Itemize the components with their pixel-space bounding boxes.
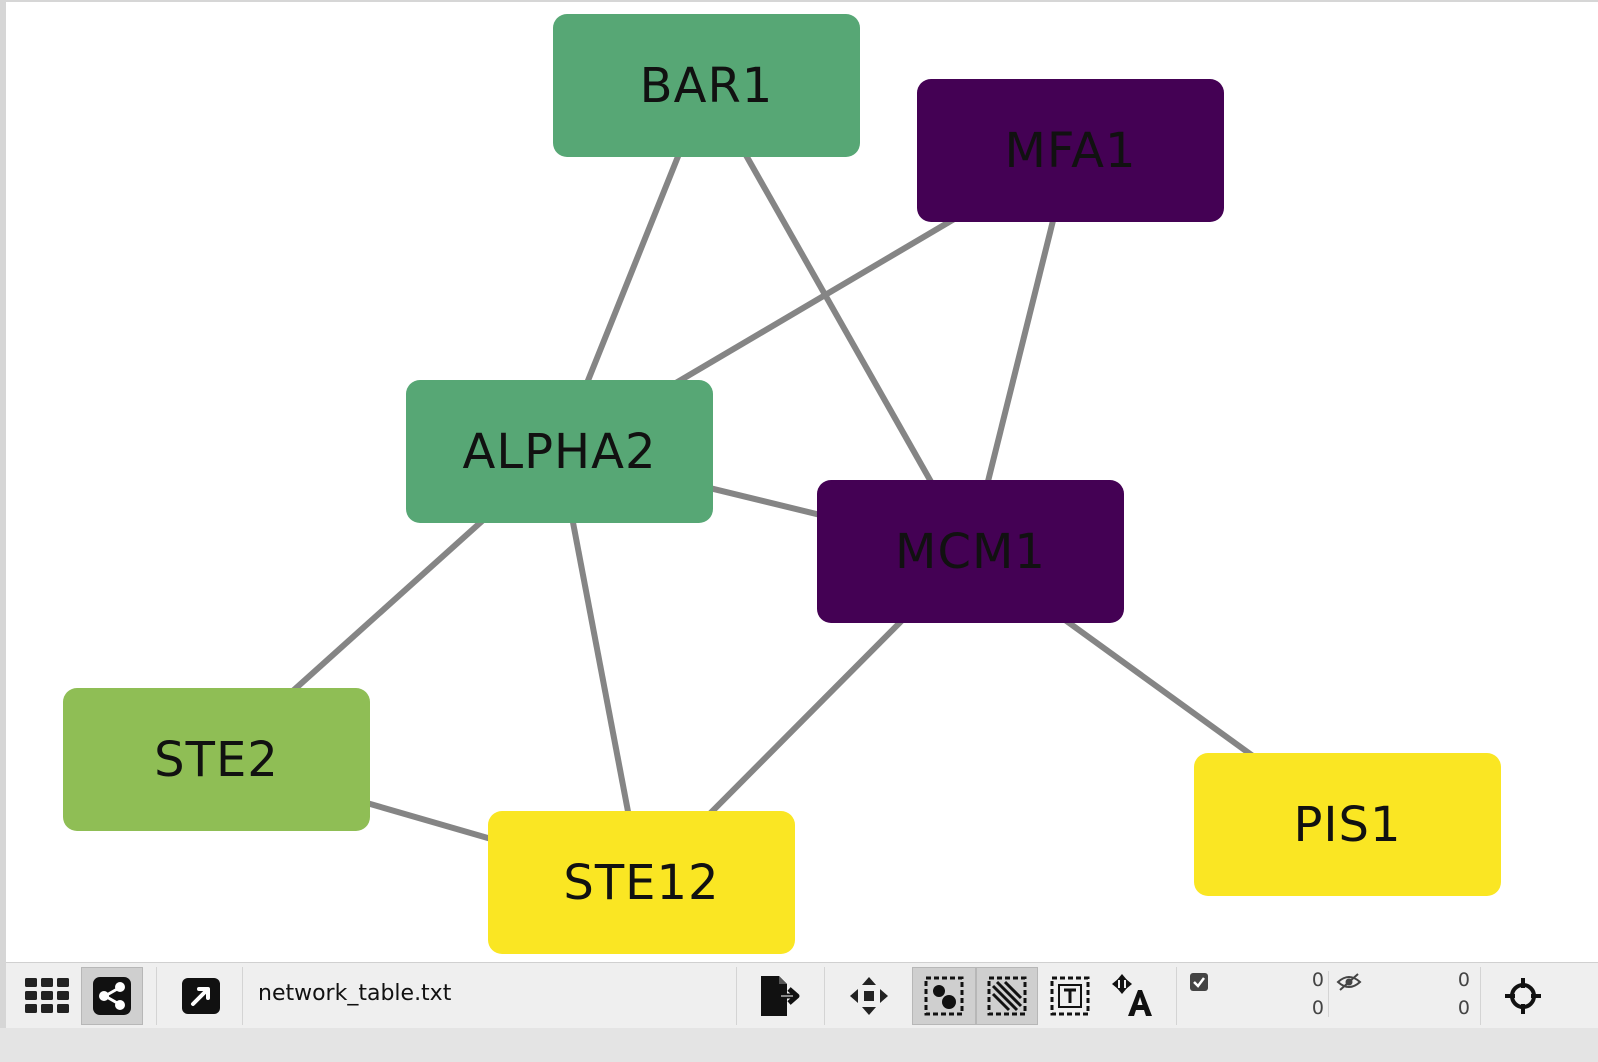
node-bar1[interactable]: BAR1 <box>553 14 860 157</box>
hidden-filter-toggle[interactable] <box>1332 967 1366 997</box>
edge-bar1-mcm1[interactable] <box>703 84 974 553</box>
network-canvas[interactable]: BAR1 MFA1 ALPHA2 MCM1 STE2 STE12 PIS1 <box>6 2 1598 962</box>
eye-slash-icon <box>1336 973 1362 991</box>
grid-view-button[interactable] <box>20 967 76 1025</box>
hidden-edges-count: 0 <box>1457 997 1470 1019</box>
pan-mode-button[interactable] <box>842 967 896 1025</box>
fit-content-button[interactable] <box>1500 967 1546 1025</box>
network-toolbar: network_table.txt <box>6 962 1598 1029</box>
select-edges-button[interactable] <box>976 967 1038 1025</box>
node-mfa1[interactable]: MFA1 <box>917 79 1224 222</box>
select-nodes-icon <box>924 976 964 1016</box>
checkbox-checked-icon <box>1190 973 1208 991</box>
external-link-icon <box>182 978 220 1014</box>
export-icon <box>761 976 800 1016</box>
node-alpha2[interactable]: ALPHA2 <box>406 380 713 523</box>
select-nodes-button[interactable] <box>912 967 976 1025</box>
network-file-name: network_table.txt <box>258 981 452 1006</box>
selected-filter-toggle[interactable] <box>1184 967 1214 997</box>
open-external-button[interactable] <box>174 967 228 1025</box>
node-ste2[interactable]: STE2 <box>63 688 370 831</box>
network-view-button[interactable] <box>81 967 143 1025</box>
grid-icon <box>25 978 69 1013</box>
node-mcm1[interactable]: MCM1 <box>817 480 1124 623</box>
edge-alpha2-ste12[interactable] <box>556 450 645 884</box>
export-button[interactable] <box>752 967 810 1025</box>
select-edges-icon <box>987 976 1027 1016</box>
text-annotation-icon <box>1050 976 1090 1016</box>
move-label-icon <box>1112 974 1152 1016</box>
status-strip <box>0 1028 1598 1062</box>
select-annotations-button[interactable] <box>1042 967 1098 1025</box>
crosshair-icon <box>1505 978 1541 1014</box>
move-arrows-icon <box>850 977 888 1015</box>
hidden-nodes-count: 0 <box>1457 969 1470 991</box>
share-network-icon <box>93 977 131 1015</box>
move-labels-button[interactable] <box>1106 967 1162 1025</box>
node-pis1[interactable]: PIS1 <box>1194 753 1501 896</box>
selected-nodes-count: 0 <box>1311 969 1324 991</box>
selected-edges-count: 0 <box>1311 997 1324 1019</box>
node-ste12[interactable]: STE12 <box>488 811 795 954</box>
